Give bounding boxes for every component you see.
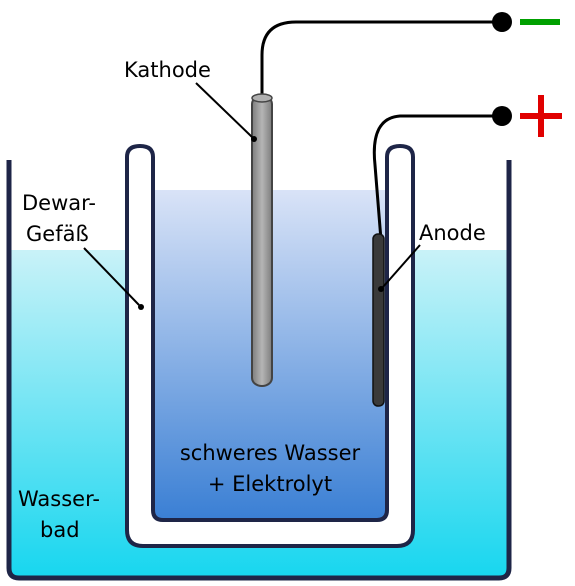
kathode-pointer	[195, 82, 253, 138]
kathode-pointer-dot	[251, 136, 257, 142]
bath-label-line2: bad	[40, 518, 80, 542]
heavy-water-label-line2: + Elektrolyt	[208, 472, 332, 496]
anode-pointer	[382, 244, 421, 288]
negative-terminal	[492, 12, 512, 32]
positive-terminal	[492, 106, 512, 126]
heavy-water-label-line1: schweres Wasser	[180, 441, 361, 465]
anode-wire	[372, 114, 500, 241]
kathode-label: Kathode	[124, 58, 211, 82]
dewar-pointer	[83, 247, 140, 306]
bath-label-line1: Wasser-	[18, 487, 100, 511]
cathode-wire	[260, 20, 500, 98]
cathode-rod-top	[251, 93, 273, 103]
anode-label: Anode	[419, 221, 486, 245]
bath-container-outline	[6, 160, 512, 581]
minus-sign-icon	[520, 19, 560, 25]
dewar-pointer-dot	[138, 304, 144, 310]
dewar-vessel	[125, 143, 415, 548]
anode-pointer-dot	[378, 286, 384, 292]
anode-plate	[372, 233, 385, 407]
dewar-label-line1: Dewar-	[22, 191, 96, 215]
dewar-label-line2: Gefäß	[26, 222, 89, 246]
plus-sign-icon	[520, 95, 562, 137]
